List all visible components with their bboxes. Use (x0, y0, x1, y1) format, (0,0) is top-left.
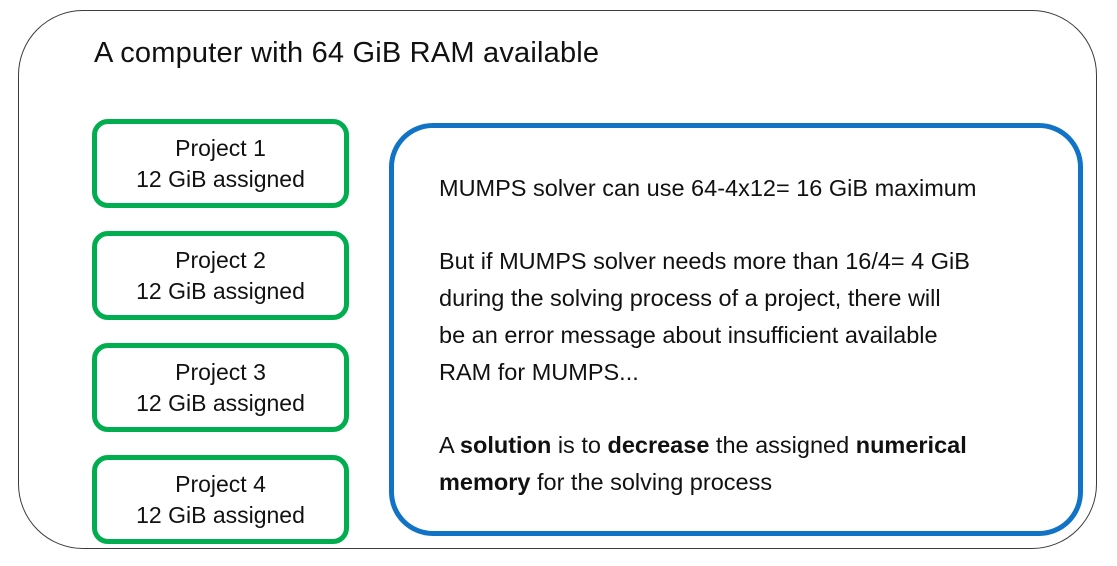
project-box: Project 4 12 GiB assigned (92, 455, 349, 544)
project-name: Project 2 (175, 246, 266, 273)
project-memory: 12 GiB assigned (136, 277, 305, 304)
computer-container: A computer with 64 GiB RAM available Pro… (18, 10, 1097, 549)
project-box: Project 2 12 GiB assigned (92, 231, 349, 320)
mumps-note-box: MUMPS solver can use 64-4x12= 16 GiB max… (389, 123, 1083, 536)
emphasized-text: solution (459, 432, 552, 458)
plain-text: for the solving process (530, 469, 773, 495)
note-paragraph-solution: A solution is to decrease the assigned n… (439, 427, 1042, 501)
project-memory: 12 GiB assigned (136, 501, 305, 528)
emphasized-text: decrease (607, 432, 710, 458)
page-title: A computer with 64 GiB RAM available (94, 37, 600, 69)
emphasized-text: memory (439, 469, 531, 495)
project-name: Project 3 (175, 358, 266, 385)
plain-text: the assigned (709, 432, 856, 458)
emphasized-text: numerical (855, 432, 967, 458)
project-name: Project 1 (175, 134, 266, 161)
note-paragraph-max-ram: MUMPS solver can use 64-4x12= 16 GiB max… (439, 175, 977, 201)
plain-text: A (439, 432, 460, 458)
project-memory: 12 GiB assigned (136, 165, 305, 192)
project-memory: 12 GiB assigned (136, 389, 305, 416)
project-box: Project 3 12 GiB assigned (92, 343, 349, 432)
project-box: Project 1 12 GiB assigned (92, 119, 349, 208)
plain-text: is to (551, 432, 608, 458)
note-paragraph-error: But if MUMPS solver needs more than 16/4… (439, 248, 970, 385)
project-name: Project 4 (175, 470, 266, 497)
